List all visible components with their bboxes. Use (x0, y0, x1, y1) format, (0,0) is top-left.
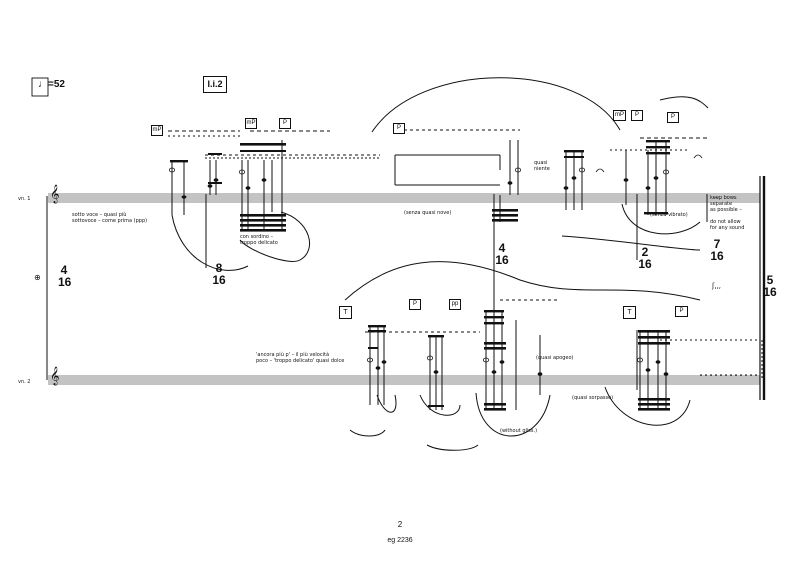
annotation: (quasi apogeo) (536, 355, 574, 361)
beams (170, 140, 670, 411)
slur (419, 394, 461, 416)
page-number: 2 (397, 520, 403, 529)
slur (349, 429, 386, 437)
dynamic-p: P (631, 110, 643, 121)
vn1-stems (171, 140, 667, 230)
annotation: (quasi sorpasso) (572, 395, 614, 401)
dynamic-p: P (393, 123, 405, 134)
annotation: sotto voce – quasi più sottovoce – come … (72, 212, 148, 224)
slur (371, 77, 621, 133)
annotation: ʃ,,, (712, 282, 722, 290)
annotation: (without gliss.) (500, 428, 538, 434)
dynamic-p: P (667, 112, 679, 123)
annotation: quasi niente (534, 160, 550, 172)
dynamic-t: T (339, 306, 352, 319)
dynamic-p: P (409, 299, 421, 310)
vn2-staff (48, 375, 760, 385)
catalog-number: eg 2236 (387, 537, 413, 544)
dynamic-p: P (279, 118, 291, 129)
dynamic-p: P (675, 306, 688, 317)
treble-clef-icon: 𝄞 (50, 186, 60, 203)
dynamic-pp: pp (449, 299, 461, 310)
slur (426, 444, 479, 451)
annotation: keep bows separate as possible – do not … (710, 195, 745, 231)
annotation: 'ancora più p' – il più velocità poco – … (256, 352, 345, 364)
vn2-label: vn. 2 (18, 379, 31, 385)
tempo-box (31, 77, 49, 97)
dynamic-mp: mP (613, 110, 626, 121)
slur (239, 211, 310, 262)
vn1-staff (48, 193, 760, 203)
circle-mark: ⊕ (34, 273, 41, 282)
slur (475, 392, 551, 437)
slur (344, 261, 701, 301)
noteheads (181, 176, 669, 376)
section-marking: I.i.2 (203, 76, 227, 93)
slur (561, 235, 701, 251)
tempo-marking: ♩=52 (38, 79, 65, 90)
dynamic-mp: mP (151, 125, 163, 136)
slur (171, 214, 249, 271)
dynamic-t: T (623, 306, 636, 319)
slur (604, 386, 691, 426)
slur (621, 203, 701, 235)
dynamic-mp: mP (245, 118, 257, 129)
annotation: (senza vibrato) (650, 212, 688, 218)
slur (659, 96, 709, 109)
vn1-label: vn. 1 (18, 196, 31, 202)
slur (376, 394, 397, 413)
treble-clef-icon: 𝄞 (50, 368, 60, 385)
annotation: con sordino – troppo delicato (240, 234, 278, 246)
annotation: (senza quasi nove) (404, 210, 452, 216)
vn2-stems (369, 310, 667, 410)
